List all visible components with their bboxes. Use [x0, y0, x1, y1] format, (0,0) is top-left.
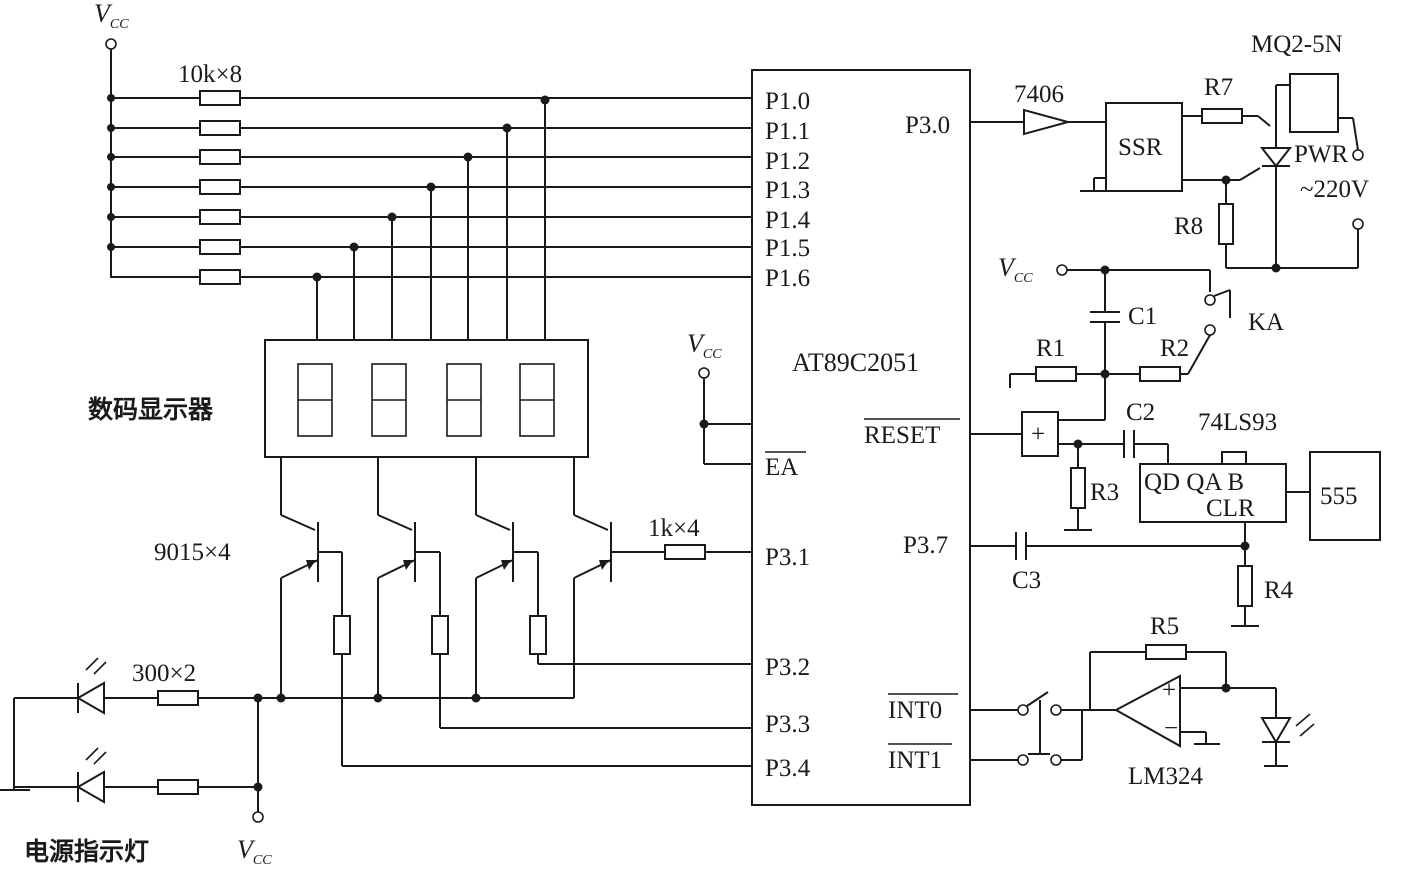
vcc-label-bottom: VCC	[237, 835, 272, 868]
pullup-row-p1-4	[107, 209, 752, 225]
pin-p3-1: P3.1	[765, 544, 810, 571]
pin-p3-3: P3.3	[765, 711, 810, 738]
pullup-row-p1-5	[107, 239, 752, 255]
pin-p1-4: P1.4	[765, 207, 811, 234]
pin-int1: INT1	[888, 747, 942, 774]
vcc-label-reset: VCC	[998, 253, 1033, 286]
vcc-terminal-reset	[1056, 264, 1068, 276]
ssr-label: SSR	[1118, 134, 1163, 161]
opamp-plus: +	[1162, 677, 1176, 704]
pin-ea: EA	[765, 454, 798, 481]
relay-mq2-5n	[1289, 73, 1339, 133]
pin-p1-1: P1.1	[765, 118, 810, 145]
r2-label: R2	[1160, 335, 1189, 362]
opamp-label: LM324	[1128, 763, 1204, 790]
c1-label: C1	[1128, 303, 1157, 330]
mains-label: ~220V	[1300, 176, 1369, 203]
buffer-7406	[1023, 108, 1072, 136]
pin-p1-6: P1.6	[765, 265, 810, 292]
pin-p3-7: P3.7	[903, 532, 948, 559]
vcc-label-top: VCC	[94, 0, 129, 32]
pin-p3-4: P3.4	[765, 755, 811, 782]
mcu-label: AT89C2051	[792, 348, 919, 377]
resistor-bank-label: 10k×8	[178, 61, 242, 88]
pwr-label: PWR	[1294, 141, 1349, 168]
opamp-minus: −	[1164, 715, 1178, 742]
vcc-terminal-bottom	[252, 811, 264, 823]
timer-label: 555	[1320, 483, 1358, 510]
transistor-q1	[280, 522, 343, 698]
counter-label: 74LS93	[1198, 409, 1277, 436]
r5-label: R5	[1150, 613, 1179, 640]
transistor-q4	[573, 522, 752, 698]
opamp-lm324	[1113, 674, 1181, 748]
r1-label: R1	[1036, 335, 1065, 362]
timer-555	[1309, 451, 1381, 541]
vcc-label-ea: VCC	[687, 329, 722, 362]
pullup-row-p1-3	[107, 179, 752, 195]
counter-pins: QD QA B	[1144, 469, 1244, 496]
resistor-bank	[107, 90, 752, 285]
pin-p1-0: P1.0	[765, 88, 810, 115]
pullup-row-p1-1	[107, 120, 752, 136]
r8-label: R8	[1174, 213, 1203, 240]
vcc-terminal-ea	[698, 367, 710, 379]
transistor-label: 9015×4	[154, 539, 231, 566]
seven-segment-display	[264, 339, 589, 458]
vcc-terminal-top	[105, 38, 117, 50]
pullup-row-p1-0	[107, 90, 752, 106]
reset-gate-plus: +	[1031, 421, 1045, 448]
display-segment-lines	[312, 95, 550, 340]
pullup-row-p1-6	[111, 269, 752, 285]
base-resistors	[333, 615, 752, 767]
pin-p1-5: P1.5	[765, 235, 810, 262]
ssr-block	[1105, 102, 1183, 192]
triac-icon	[1259, 147, 1293, 168]
counter-clr: CLR	[1206, 495, 1255, 522]
display-digits	[297, 363, 555, 437]
r4-label: R4	[1264, 577, 1294, 604]
transistor-q3	[475, 522, 539, 698]
r3-label: R3	[1090, 479, 1119, 506]
power-indicator-label: 电源指示灯	[24, 837, 149, 866]
led-resistor-label: 300×2	[132, 660, 196, 687]
relay-label: MQ2-5N	[1251, 31, 1343, 58]
digit-drive-lines	[280, 457, 609, 531]
power-led-2	[14, 747, 258, 804]
pin-reset: RESET	[864, 422, 940, 449]
c2-label: C2	[1126, 399, 1155, 426]
base-resistor-label: 1k×4	[648, 515, 700, 542]
power-led-1	[13, 657, 230, 790]
buffer-label: 7406	[1014, 81, 1064, 108]
ka-label: KA	[1248, 309, 1284, 336]
transistor-q2	[377, 522, 441, 698]
status-led-icon	[1260, 688, 1315, 767]
display-label: 数码显示器	[88, 395, 214, 424]
mcu-chip-body	[751, 69, 971, 806]
pin-p3-0: P3.0	[905, 112, 950, 139]
reset-gate	[1021, 411, 1059, 457]
pullup-row-p1-2	[107, 149, 752, 165]
pin-p1-3: P1.3	[765, 177, 810, 204]
counter-74ls93	[1139, 463, 1287, 523]
pin-p1-2: P1.2	[765, 148, 810, 175]
pin-p3-2: P3.2	[765, 654, 810, 681]
c3-label: C3	[1012, 567, 1041, 594]
r7-label: R7	[1204, 74, 1233, 101]
pin-int0: INT0	[888, 697, 942, 724]
